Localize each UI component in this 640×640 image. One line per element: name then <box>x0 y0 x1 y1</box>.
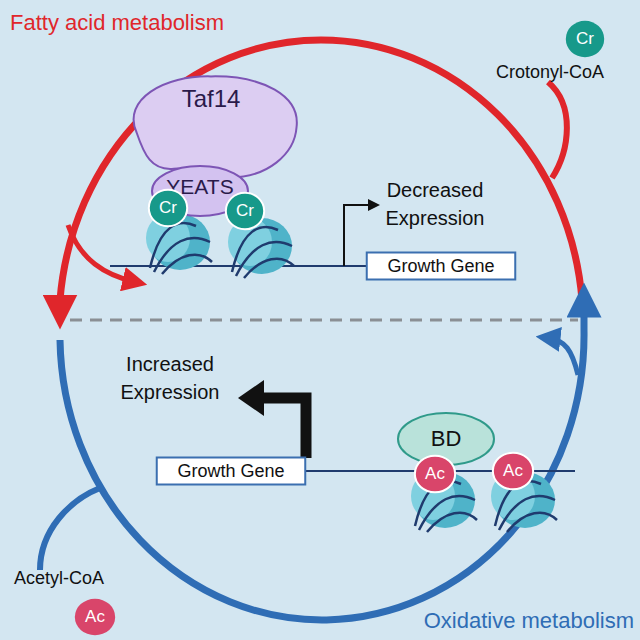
red-arrowhead <box>57 300 64 312</box>
gene-box: Growth Gene <box>156 457 306 485</box>
blue-arc <box>60 330 584 620</box>
node-text: Growth Gene <box>387 256 494 277</box>
crotonyl-circle: Cr <box>565 20 605 58</box>
metabolite-label: Acetyl-CoA <box>14 566 104 591</box>
blue-arrowhead <box>581 300 588 330</box>
node-text: Growth Gene <box>177 461 284 482</box>
dna-top <box>110 265 366 267</box>
divider <box>70 319 578 322</box>
node-text: BD <box>431 426 462 452</box>
acetyl-circle: Ac <box>74 598 116 636</box>
pathway-label: Fatty acid metabolism <box>10 8 224 39</box>
node-text: Ac <box>425 464 445 484</box>
expression-label: Increased Expression <box>110 350 230 406</box>
node-text: Ac <box>85 607 105 627</box>
crotonyl-feed <box>548 82 567 178</box>
node-text: Cr <box>576 29 594 49</box>
node-text: Taf14 <box>182 85 241 113</box>
node-text: Cr <box>236 201 254 221</box>
node-text: Cr <box>159 198 177 218</box>
gene-box: Growth Gene <box>366 252 516 280</box>
node-text: Ac <box>503 461 523 481</box>
blue-branch-arrow <box>548 338 578 375</box>
red-branch-arrow <box>68 225 135 282</box>
acetyl-feed <box>40 488 100 570</box>
metabolite-label: Crotonyl-CoA <box>496 60 604 85</box>
acetyl-mark: Ac <box>492 452 534 490</box>
big-arrowhead <box>238 380 264 416</box>
pathway-label: Oxidative metabolism <box>424 606 634 637</box>
taf14-protein: Taf14 <box>118 72 304 182</box>
big-promoter-arrow <box>262 398 306 458</box>
crotonyl-mark: Cr <box>148 189 188 227</box>
acetyl-mark: Ac <box>414 455 456 493</box>
expression-label: Decreased Expression <box>375 176 495 232</box>
crotonyl-mark: Cr <box>225 192 265 230</box>
